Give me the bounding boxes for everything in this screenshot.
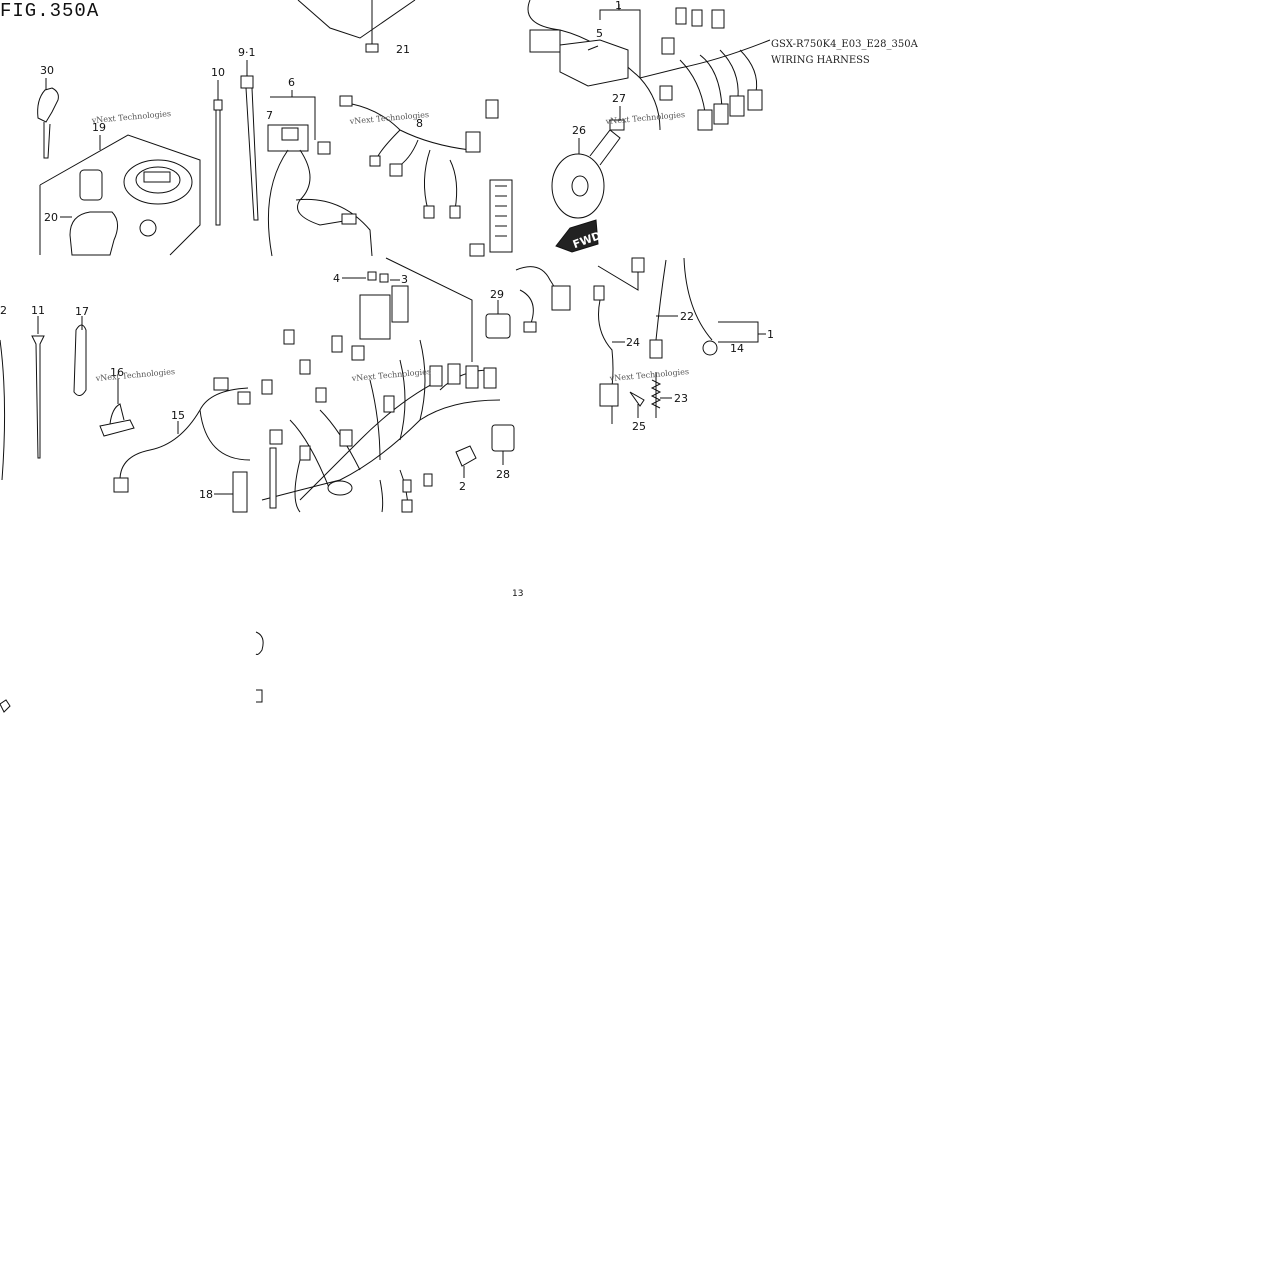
bracket-16 [99, 378, 135, 437]
callout-2: 2 [459, 480, 466, 493]
callout-19: 19 [92, 121, 106, 134]
relay-29 [485, 300, 511, 339]
callout-4: 4 [333, 272, 340, 285]
ecm-connector [469, 99, 513, 257]
relay-28 [491, 424, 515, 465]
callout-6: 6 [288, 76, 295, 89]
callout-9: 9·1 [238, 46, 256, 59]
fuel-tank-cap [123, 159, 193, 205]
model-caption: GSX-R750K4_E03_E28_350A WIRING HARNESS [771, 37, 918, 69]
bolt-21 [297, 0, 416, 53]
callout-1-switch: 1 [767, 328, 774, 341]
callout-24: 24 [626, 336, 640, 349]
bolt-25 [629, 391, 645, 418]
callout-5: 5 [596, 27, 603, 40]
callout-22: 22 [680, 310, 694, 323]
callout-11: 11 [31, 304, 45, 317]
cable-clamp-9 [240, 60, 259, 221]
cable-tie-12 [0, 339, 6, 481]
ignition-key [37, 78, 59, 159]
bolt-27 [609, 106, 625, 131]
callout-labels: 30 19 20 10 9·1 6 7 8 21 1 5 27 26 2 11 … [0, 0, 774, 599]
switch-24 [593, 265, 639, 424]
callout-14: 14 [730, 342, 744, 355]
callout-30: 30 [40, 64, 54, 77]
callout-23: 23 [674, 392, 688, 405]
watermark: vNext Technologies [608, 367, 689, 383]
fuse-box [342, 257, 473, 362]
callout-10: 10 [211, 66, 225, 79]
ignition-switch-set-frame [39, 134, 201, 256]
watermark: vNext Technologies [604, 110, 685, 126]
callout-20: 20 [44, 211, 58, 224]
switch-14 [683, 257, 766, 356]
callout-7: 7 [266, 109, 273, 122]
cable-tie-11 [31, 316, 45, 459]
callout-3: 3 [401, 273, 408, 286]
horn-26 [551, 129, 621, 219]
relay-box-5 [529, 29, 629, 87]
lead-wire-8 [351, 103, 481, 219]
harness-tail [515, 266, 571, 333]
clamp-17 [73, 316, 87, 396]
callout-29: 29 [490, 288, 504, 301]
switch-22 [631, 257, 678, 359]
lead-wire-15 [113, 377, 251, 493]
sub-harness-6 [267, 90, 373, 257]
watermark: vNext Technologies [90, 109, 171, 125]
callout-16: 16 [110, 366, 124, 379]
callout-25: 25 [632, 420, 646, 433]
fwd-arrow [555, 219, 599, 253]
callout-17: 17 [75, 305, 89, 318]
callout-26: 26 [572, 124, 586, 137]
figure-label: FIG.350A [0, 0, 100, 22]
callout-28: 28 [496, 468, 510, 481]
watermark: vNext Technologies [94, 367, 175, 383]
callout-12: 2 [0, 304, 7, 317]
spring-23 [650, 372, 672, 418]
watermarks: vNext Technologies vNext Technologies vN… [90, 109, 689, 383]
callout-13: 13 [512, 589, 523, 599]
loose-fragments [0, 631, 264, 713]
callout-18: 18 [199, 488, 213, 501]
callout-8: 8 [416, 117, 423, 130]
callout-1: 1 [615, 0, 622, 12]
watermark: vNext Technologies [350, 367, 431, 383]
ignition-switch [60, 169, 157, 256]
model-code: GSX-R750K4_E03_E28_350A [771, 39, 918, 50]
callout-27: 27 [612, 92, 626, 105]
callout-21: 21 [396, 43, 410, 56]
callout-15: 15 [171, 409, 185, 422]
grommet-18 [214, 471, 248, 513]
junction-harness-2 [261, 329, 501, 513]
diagram-title: WIRING HARNESS [771, 55, 870, 66]
relay-2 [455, 445, 477, 478]
cable-tie-10 [213, 80, 223, 226]
